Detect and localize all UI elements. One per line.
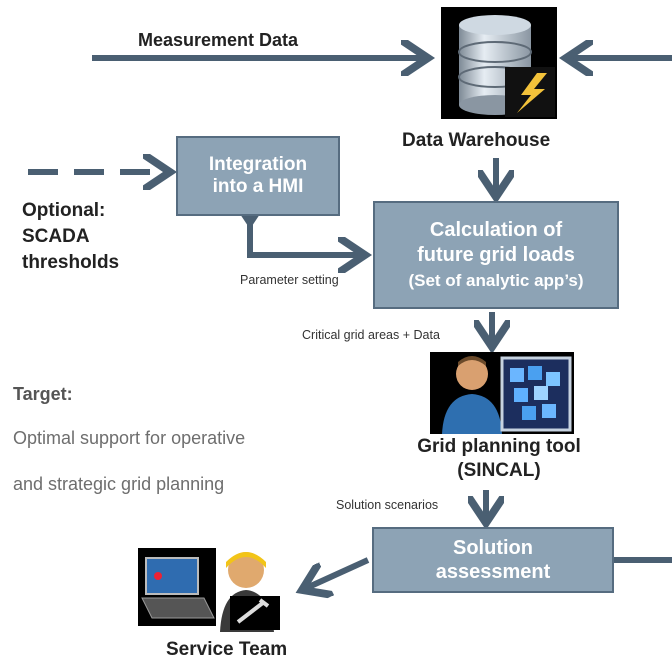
optional-line3: thresholds [22, 252, 120, 273]
optional-scada-label: Optional: SCADA thresholds [22, 198, 119, 276]
grid-tool-line2: (SINCAL) [457, 460, 541, 481]
solution-assessment-box: Solution assessment [372, 527, 614, 593]
parameter-setting-label: Parameter setting [240, 273, 339, 287]
integration-hmi-box: Integration into a HMI [176, 136, 340, 216]
solution-scenarios-label: Solution scenarios [336, 498, 439, 512]
optional-line1: Optional: [22, 200, 106, 221]
grid-planning-tool-label: Grid planning tool (SINCAL) [396, 435, 602, 483]
measurement-data-label: Measurement Data [138, 30, 299, 50]
grid-planning-icon [430, 352, 574, 434]
arrow-parameter-setting-loop [250, 222, 365, 255]
integration-line1: Integration [208, 154, 308, 175]
database-icon [441, 7, 557, 119]
service-worker-icon [138, 548, 288, 632]
calculation-line2: future grid loads [417, 243, 575, 266]
integration-line2: into a HMI [212, 176, 304, 197]
calculation-line3: (Set of analytic app’s) [408, 270, 584, 290]
optional-line2: SCADA [22, 226, 90, 247]
grid-tool-line1: Grid planning tool [417, 436, 581, 457]
service-team-label: Service Team [166, 639, 288, 660]
arrow-solution-to-service [302, 557, 370, 590]
data-warehouse-label: Data Warehouse [402, 130, 551, 151]
calculation-box: Calculation of future grid loads (Set of… [373, 201, 619, 309]
solution-line2: assessment [435, 561, 551, 583]
target-label: Target: [13, 384, 73, 404]
calculation-line1: Calculation of [429, 218, 563, 241]
solution-line1: Solution [453, 537, 533, 559]
target-line1: Optimal support for operative [13, 428, 246, 448]
critical-grid-areas-label: Critical grid areas + Data [302, 328, 440, 342]
target-line2: and strategic grid planning [13, 474, 225, 494]
